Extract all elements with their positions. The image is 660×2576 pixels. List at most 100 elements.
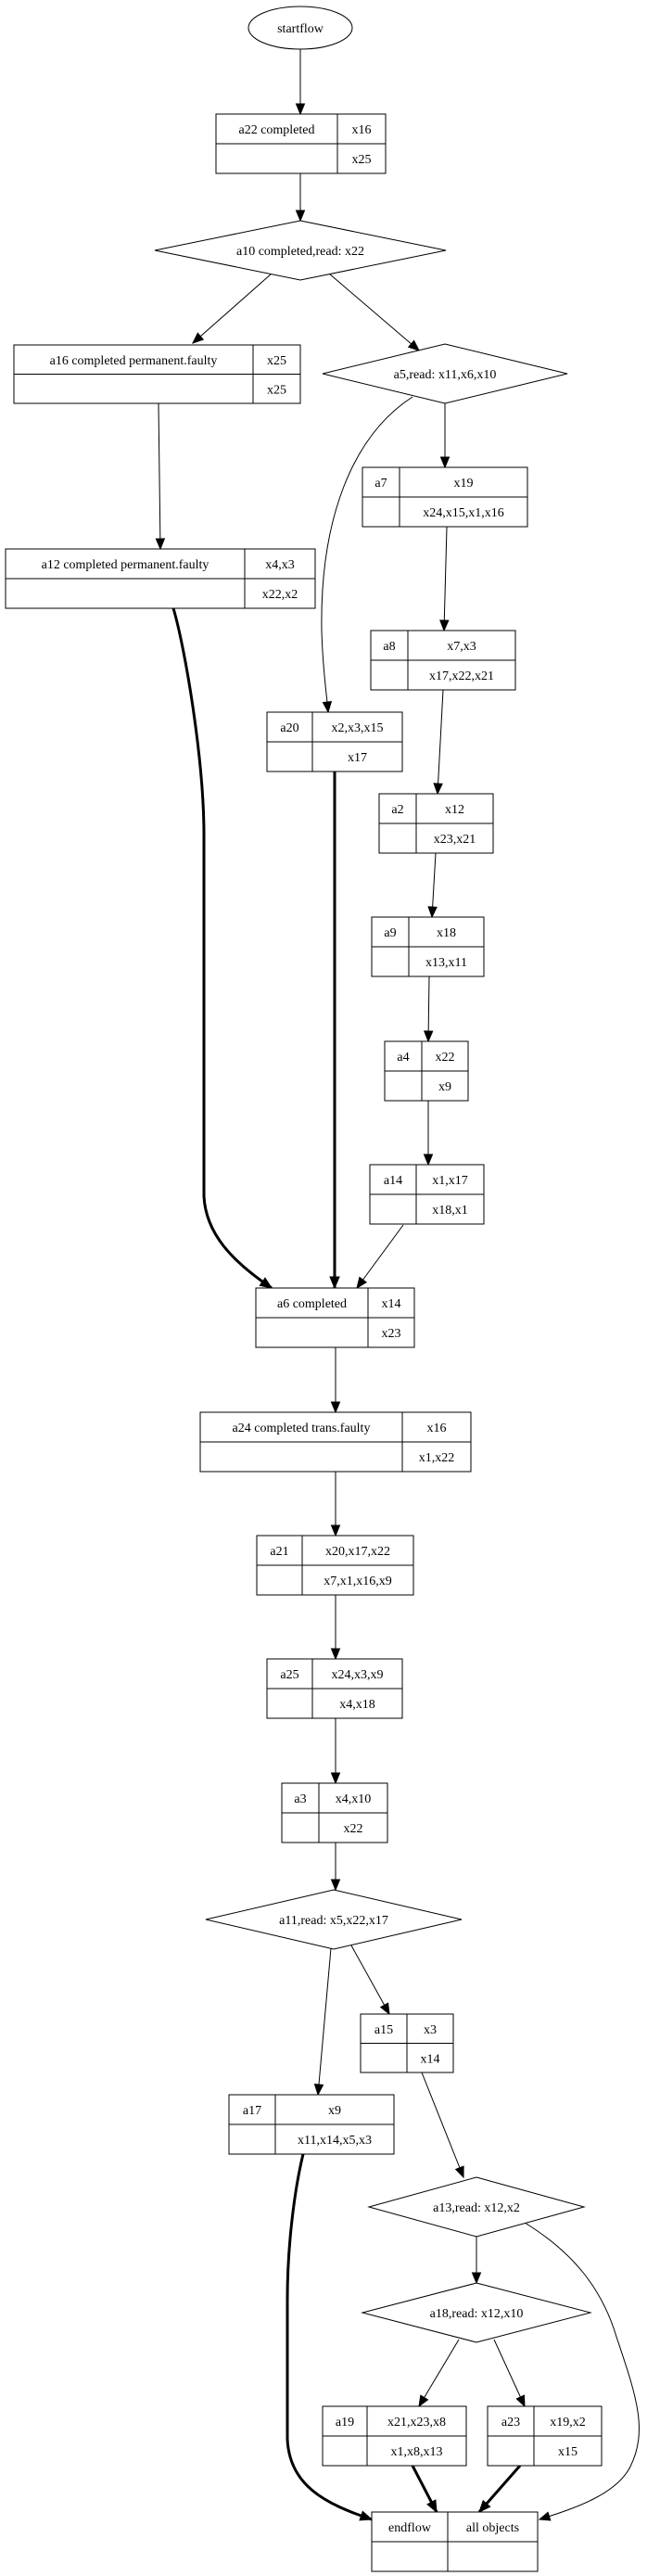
edge-line — [286, 2153, 373, 2521]
record-read-objects: x25 — [352, 153, 372, 167]
record-read-objects: x25 — [267, 383, 286, 397]
edge-a24-to-a21 — [330, 1472, 341, 1537]
record-written-objects: x16 — [427, 1422, 447, 1435]
record-written-objects: x20,x17,x22 — [325, 1545, 390, 1559]
edge-a5-to-a20 — [321, 396, 413, 714]
start-ellipse — [248, 6, 353, 50]
edge-a21-to-a25 — [330, 1595, 341, 1661]
node-a18[interactable]: a18,read: x12,x10 — [361, 2282, 592, 2343]
arrowhead-icon — [295, 103, 306, 116]
record-title: a24 completed trans.faulty — [233, 1422, 371, 1435]
decision-diamond — [322, 343, 568, 404]
record-written-objects: x19 — [454, 477, 474, 491]
record-title: a8 — [383, 640, 395, 654]
record-read-objects: x17 — [348, 751, 367, 765]
record-written-objects: x12 — [445, 803, 464, 817]
node-a7[interactable]: a7 x19 x24,x15,x1,x16 — [362, 466, 528, 528]
node-a9[interactable]: a9 x18 x13,x11 — [371, 916, 485, 977]
node-a11[interactable]: a11,read: x5,x22,x17 — [205, 1889, 463, 1950]
arrowhead-icon — [259, 1277, 273, 1289]
record-written-objects: x24,x3,x9 — [332, 1668, 384, 1682]
edge-line — [437, 689, 444, 795]
edge-a20-to-a6 — [329, 772, 340, 1290]
arrowhead-icon — [379, 2002, 390, 2016]
record-title: a19 — [336, 2416, 354, 2429]
edge-line — [317, 1947, 332, 2096]
record-written-objects: x18 — [437, 926, 456, 940]
start-label: startflow — [277, 22, 324, 36]
edge-a9-to-a4 — [423, 976, 434, 1043]
edge-a14-to-a6 — [356, 1224, 404, 1290]
node-a13[interactable]: a13,read: x12,x2 — [367, 2176, 586, 2238]
edge-a15-to-a13 — [421, 2072, 464, 2179]
edge-a19-to-endflow — [411, 2465, 438, 2514]
edge-line — [350, 1945, 390, 2015]
record-written-objects: x3 — [424, 2023, 437, 2037]
edge-line — [443, 526, 448, 631]
edge-line — [171, 607, 273, 1290]
arrowhead-icon — [330, 1879, 341, 1892]
record-written-objects: x22 — [436, 1051, 455, 1065]
arrowhead-icon — [407, 339, 420, 351]
record-written-objects: x9 — [328, 2104, 341, 2118]
edge-a5-to-a7 — [439, 403, 451, 469]
decision-label: a11,read: x5,x22,x17 — [279, 1914, 388, 1928]
arrowhead-icon — [330, 1401, 341, 1414]
arrowhead-icon — [356, 1276, 367, 1290]
node-a15[interactable]: a15 x3 x14 — [360, 2013, 454, 2073]
node-a10[interactable]: a10 completed,read: x22 — [154, 220, 447, 281]
record-title: a15 — [374, 2023, 393, 2037]
record-title: a25 — [280, 1668, 298, 1682]
node-a24[interactable]: a24 completed trans.faulty x16 x1,x22 — [199, 1411, 472, 1473]
edges-layer — [155, 49, 640, 2521]
record-read-objects: x24,x15,x1,x16 — [423, 506, 504, 520]
record-written-objects: x4,x3 — [265, 558, 295, 572]
arrowhead-icon — [426, 2499, 438, 2514]
record-written-objects: all objects — [466, 2521, 519, 2535]
record-read-objects: x11,x14,x5,x3 — [298, 2134, 372, 2148]
node-a5[interactable]: a5,read: x11,x6,x10 — [322, 343, 568, 404]
arrowhead-icon — [418, 2394, 429, 2408]
edge-line — [493, 2339, 526, 2407]
arrowhead-icon — [427, 906, 438, 919]
record-read-objects: x9 — [438, 1080, 451, 1094]
record-read-objects: x1,x8,x13 — [391, 2445, 443, 2459]
decision-label: a18,read: x12,x10 — [430, 2307, 524, 2321]
record-title: a14 — [384, 1174, 402, 1188]
record-title: a9 — [384, 926, 396, 940]
edge-line — [192, 273, 273, 344]
record-written-objects: x4,x10 — [336, 1792, 372, 1806]
record-title: a7 — [374, 477, 387, 491]
record-title: a23 — [501, 2416, 520, 2429]
record-written-objects: x25 — [267, 354, 286, 368]
edge-a18-to-a23 — [493, 2339, 526, 2408]
record-read-objects: x14 — [421, 2052, 440, 2066]
edge-a8-to-a2 — [433, 689, 444, 796]
record-read-objects: x17,x22,x21 — [429, 670, 494, 683]
record-title: a21 — [270, 1545, 288, 1559]
record-written-objects: x16 — [352, 123, 372, 137]
start-node[interactable]: startflow — [248, 6, 353, 50]
arrowhead-icon — [330, 1772, 341, 1785]
record-read-objects: x13,x11 — [425, 956, 467, 970]
record-read-objects: x1,x22 — [419, 1451, 455, 1465]
edge-line — [431, 852, 437, 918]
edge-a4-to-a14 — [423, 1101, 434, 1167]
